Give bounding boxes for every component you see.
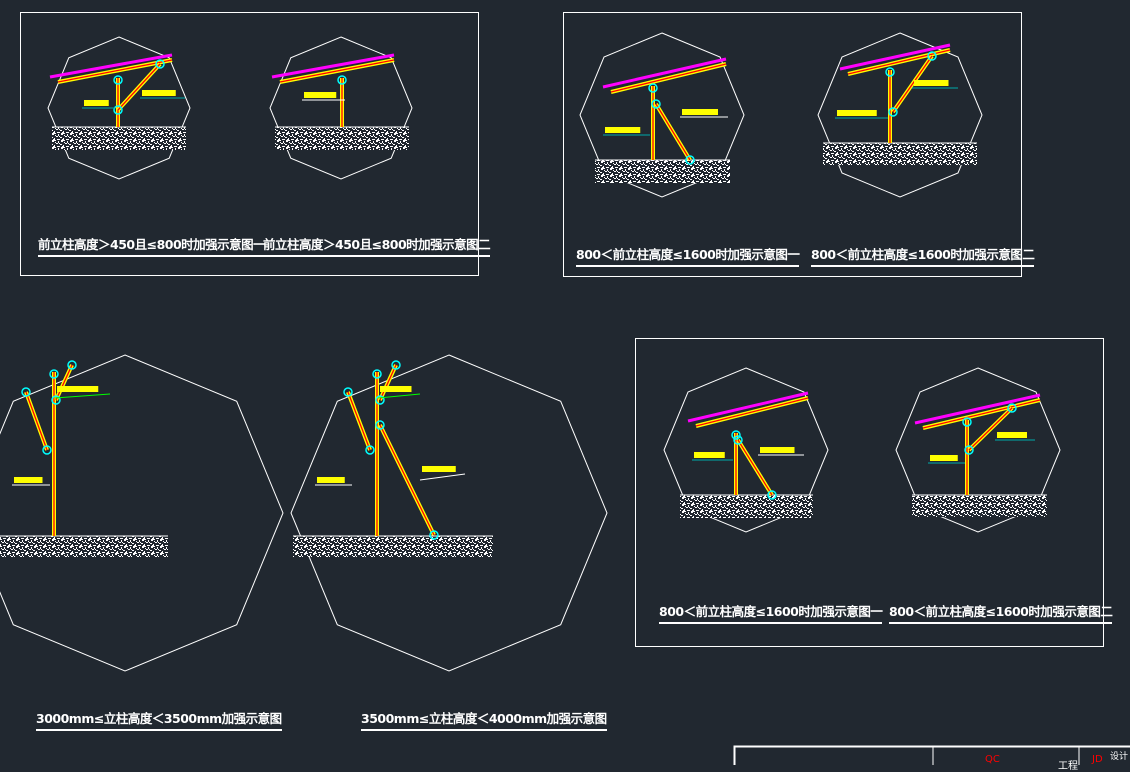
annotation-text-mark	[694, 452, 725, 458]
annotation-text-mark	[682, 109, 718, 115]
detail-5	[664, 368, 828, 532]
title-block-qc: QC	[985, 754, 1000, 765]
ground-hatch	[595, 160, 730, 183]
title-block-design: 设计	[1110, 749, 1128, 762]
detail-8	[291, 355, 607, 671]
detail-title-4: 800＜前立柱高度≤1600时加强示意图二	[811, 244, 1034, 267]
annotation-text-mark	[304, 92, 336, 98]
pv-rail	[603, 59, 726, 87]
leader-line	[420, 474, 465, 480]
brace-core	[26, 392, 47, 450]
annotation-text-mark	[317, 477, 345, 483]
detail-title-5: 800＜前立柱高度≤1600时加强示意图一	[659, 601, 882, 624]
title-block-jd: JD	[1092, 754, 1103, 765]
ground-hatch	[293, 536, 493, 557]
detail-title-8: 3500mm≤立柱高度＜4000mm加强示意图	[361, 708, 607, 731]
detail-4	[818, 33, 982, 197]
annotation-text-mark	[380, 386, 412, 392]
beam-core	[611, 64, 726, 92]
annotation-text-mark	[14, 477, 43, 483]
beam-core	[696, 398, 808, 426]
detail-7	[0, 355, 283, 671]
detail-octagon	[291, 355, 607, 671]
leader-line	[55, 394, 110, 398]
beam-core	[923, 400, 1040, 428]
ground-hatch	[680, 495, 813, 518]
detail-1	[48, 37, 190, 179]
brace-core	[380, 425, 434, 535]
annotation-text-mark	[57, 386, 98, 392]
annotation-text-mark	[837, 110, 877, 116]
detail-title-7: 3000mm≤立柱高度＜3500mm加强示意图	[36, 708, 282, 731]
annotation-text-mark	[914, 80, 949, 86]
ground-hatch	[823, 143, 977, 165]
ground-hatch	[0, 536, 168, 557]
ground-hatch	[912, 495, 1047, 517]
pv-rail	[840, 45, 950, 69]
annotation-text-mark	[605, 127, 640, 133]
detail-title-2: 前立柱高度＞450且≤800时加强示意图二	[263, 234, 490, 257]
brace-core	[348, 392, 370, 450]
annotation-text-mark	[422, 466, 456, 472]
detail-title-3: 800＜前立柱高度≤1600时加强示意图一	[576, 244, 799, 267]
ground-hatch	[52, 127, 186, 150]
ground-hatch	[275, 127, 409, 150]
detail-title-1: 前立柱高度＞450且≤800时加强示意图一	[38, 234, 265, 257]
annotation-text-mark	[84, 100, 109, 106]
pv-rail	[915, 395, 1040, 423]
detail-octagon	[0, 355, 283, 671]
pv-rail	[688, 393, 808, 421]
detail-3	[580, 33, 744, 197]
annotation-text-mark	[760, 447, 795, 453]
annotation-text-mark	[997, 432, 1027, 438]
detail-2	[270, 37, 412, 179]
detail-title-6: 800＜前立柱高度≤1600时加强示意图二	[889, 601, 1112, 624]
detail-6	[896, 368, 1060, 532]
annotation-text-mark	[930, 455, 958, 461]
annotation-text-mark	[142, 90, 176, 96]
